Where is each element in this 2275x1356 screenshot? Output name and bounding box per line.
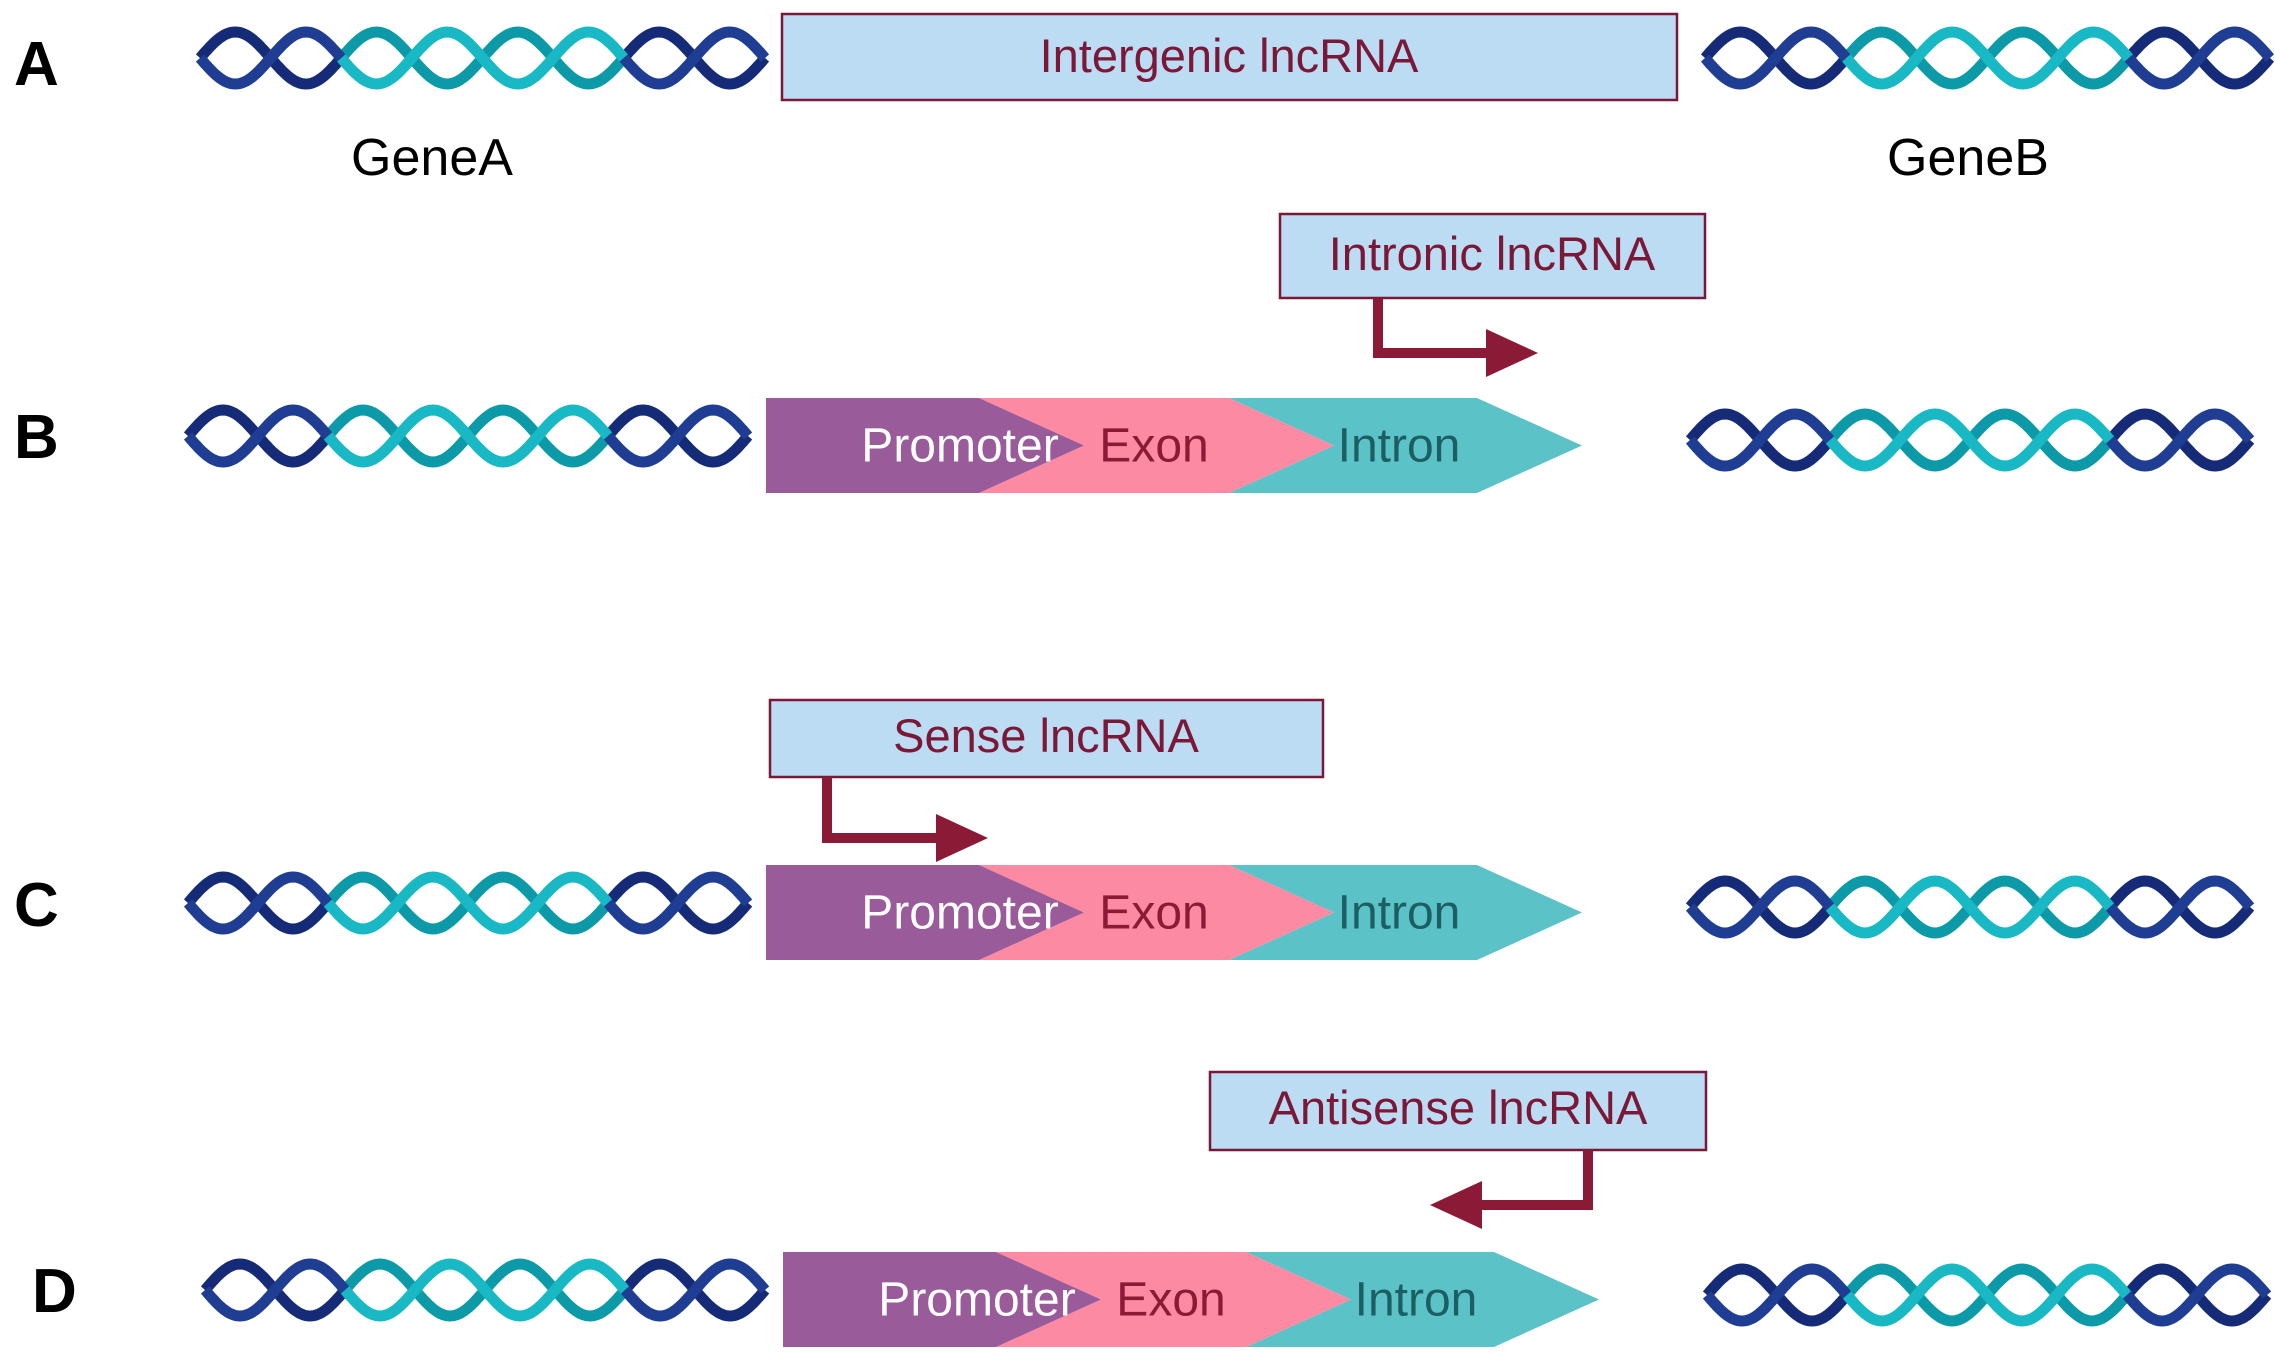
exon-segment <box>979 398 1334 493</box>
helix-strand <box>1842 1263 2132 1327</box>
intron-segment <box>1246 1252 1599 1347</box>
antisense-lncrna-box-bg <box>1208 1070 1708 1152</box>
panel-c-letter: C <box>14 871 59 940</box>
panel-c: C Sense lncRNA Promoter Exon Intron <box>14 698 2255 960</box>
helix-strand <box>1702 1263 1852 1327</box>
arrow-shaft <box>1373 298 1486 358</box>
intronic-lncrna-box-bg <box>1278 212 1707 300</box>
gene-b-label: GeneB <box>1887 129 2049 187</box>
arrow-shaft <box>822 777 936 843</box>
exon-label: Exon <box>1116 1274 1225 1327</box>
panel-a-letter: A <box>14 30 59 99</box>
arrow-head <box>936 814 988 862</box>
transcription-arrow-right-icon <box>822 777 988 862</box>
helix-strand <box>340 1258 630 1322</box>
panel-d: D Antisense lncRNA Promoter Exon Intron <box>32 1070 2272 1347</box>
gene-construct: Promoter Exon Intron <box>766 398 1582 493</box>
transcription-arrow-right-icon <box>1373 298 1538 377</box>
promoter-segment <box>783 1252 1101 1347</box>
gene-a-label: GeneA <box>351 129 513 187</box>
helix-strand <box>619 26 770 90</box>
helix-strand <box>337 26 628 90</box>
arrow-shaft <box>1482 1150 1593 1210</box>
panel-d-letter: D <box>32 1257 77 1326</box>
helix-strand <box>323 404 613 468</box>
sense-lncrna-box: Sense lncRNA <box>768 698 1325 779</box>
helix-strand <box>1842 26 2133 90</box>
promoter-segment <box>766 865 1084 960</box>
helix-strand <box>620 1258 770 1322</box>
promoter-label: Promoter <box>861 420 1058 473</box>
intron-segment <box>1229 398 1582 493</box>
helix-strand <box>2122 1263 2272 1327</box>
intron-label: Intron <box>1355 1274 1478 1327</box>
antisense-lncrna-label: Antisense lncRNA <box>1269 1081 1648 1134</box>
panel-b-letter: B <box>14 403 59 472</box>
sense-lncrna-box-bg <box>768 698 1325 779</box>
antisense-lncrna-box: Antisense lncRNA <box>1208 1070 1708 1152</box>
transcription-arrow-left-icon <box>1430 1150 1593 1229</box>
helix-strand <box>2105 408 2255 472</box>
arrow-head <box>1486 329 1538 377</box>
gene-construct: Promoter Exon Intron <box>766 865 1582 960</box>
intron-label: Intron <box>1338 887 1461 940</box>
promoter-segment <box>766 398 1084 493</box>
helix-strand <box>2105 875 2255 939</box>
gene-construct: Promoter Exon Intron <box>783 1252 1599 1347</box>
exon-label: Exon <box>1099 420 1208 473</box>
helix-strand <box>603 871 753 935</box>
arrow-head <box>1430 1181 1482 1229</box>
sense-lncrna-label: Sense lncRNA <box>893 709 1199 762</box>
panel-b: B Intronic lncRNA Promoter Exon Intron <box>14 212 2255 493</box>
intergenic-lncrna-box: Intergenic lncRNA <box>780 12 1679 102</box>
intron-segment <box>1229 865 1582 960</box>
dna-helix-icon <box>200 1258 770 1322</box>
promoter-label: Promoter <box>861 887 1058 940</box>
helix-strand <box>1700 26 1851 90</box>
exon-label: Exon <box>1099 887 1208 940</box>
dna-helix-icon <box>1685 875 2255 939</box>
helix-strand <box>1685 875 1835 939</box>
helix-strand <box>1825 875 2115 939</box>
helix-strand <box>323 871 613 935</box>
dna-helix-icon <box>195 26 770 90</box>
exon-segment <box>979 865 1334 960</box>
helix-strand <box>200 1258 350 1322</box>
exon-segment <box>996 1252 1351 1347</box>
intergenic-lncrna-box-bg <box>780 12 1679 102</box>
helix-strand <box>1685 408 1835 472</box>
dna-helix-icon <box>183 871 753 935</box>
helix-strand <box>603 404 753 468</box>
dna-helix-icon <box>1700 26 2275 90</box>
helix-strand <box>183 871 333 935</box>
helix-strand <box>1825 408 2115 472</box>
intergenic-lncrna-label: Intergenic lncRNA <box>1040 29 1419 82</box>
intron-label: Intron <box>1338 420 1461 473</box>
intronic-lncrna-label: Intronic lncRNA <box>1329 227 1656 280</box>
panel-a: A Intergenic lncRNA GeneA GeneB <box>14 12 2275 187</box>
intronic-lncrna-box: Intronic lncRNA <box>1278 212 1707 300</box>
helix-strand <box>2124 26 2275 90</box>
helix-strand <box>195 26 346 90</box>
promoter-label: Promoter <box>878 1274 1075 1327</box>
dna-helix-icon <box>183 404 753 468</box>
dna-helix-icon <box>1702 1263 2272 1327</box>
helix-strand <box>183 404 333 468</box>
dna-helix-icon <box>1685 408 2255 472</box>
